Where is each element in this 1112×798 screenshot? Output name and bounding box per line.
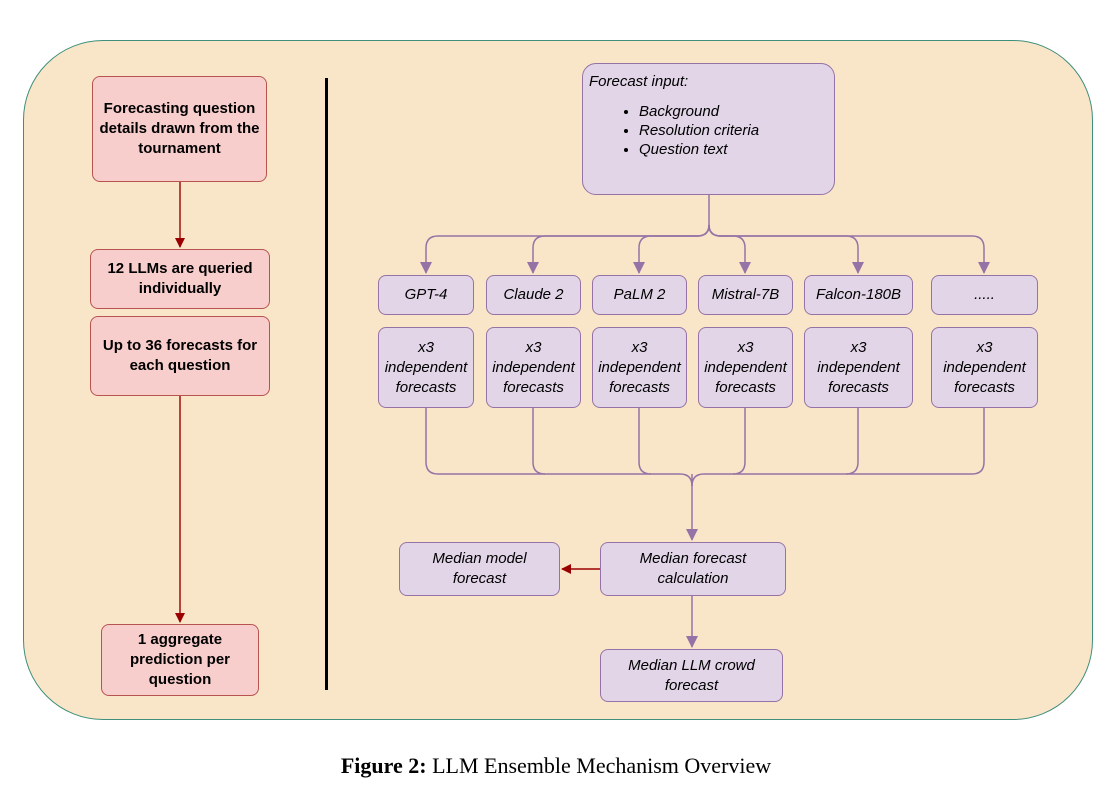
step-llms-queried: 12 LLMs are queried individually <box>90 249 270 309</box>
vertical-divider <box>325 78 328 690</box>
model-more: ..... <box>931 275 1038 315</box>
model-mistral-7b: Mistral-7B <box>698 275 793 315</box>
step-question-details: Forecasting question details drawn from … <box>92 76 267 182</box>
figure-caption: Figure 2: LLM Ensemble Mechanism Overvie… <box>0 753 1112 779</box>
join-falcon <box>845 408 859 475</box>
branch-falcon <box>708 224 864 274</box>
caption-text: LLM Ensemble Mechanism Overview <box>432 753 772 778</box>
median-model-forecast: Median model forecast <box>399 542 560 596</box>
model-falcon-180b: Falcon-180B <box>804 275 913 315</box>
branch-more <box>708 224 990 274</box>
join-more <box>691 408 985 487</box>
join-claude2 <box>532 408 546 475</box>
join-gpt4 <box>425 408 693 487</box>
join-palm2 <box>638 408 652 475</box>
median-llm-crowd-forecast: Median LLM crowd forecast <box>600 649 783 702</box>
step-forecasts-per-question: Up to 36 forecasts for each question <box>90 316 270 396</box>
caption-label: Figure 2: <box>340 753 427 778</box>
step-aggregate-prediction: 1 aggregate prediction per question <box>101 624 259 696</box>
branch-gpt4 <box>420 224 710 274</box>
join-mistral <box>732 408 746 475</box>
branch-claude2 <box>527 224 710 274</box>
input-item-question-text: Question text <box>639 140 828 159</box>
input-item-resolution-criteria: Resolution criteria <box>639 121 828 140</box>
fan-in-lines <box>425 408 985 648</box>
forecast-input-title: Forecast input: <box>589 73 689 90</box>
fan-out-arrows <box>420 195 990 274</box>
model-gpt4: GPT-4 <box>378 275 474 315</box>
input-item-background: Background <box>639 102 828 121</box>
branch-palm2 <box>633 224 710 274</box>
forecast-input-box: Forecast input: Background Resolution cr… <box>582 63 835 195</box>
forecast-input-list: Background Resolution criteria Question … <box>589 102 828 159</box>
model-palm2: PaLM 2 <box>592 275 687 315</box>
model-claude2: Claude 2 <box>486 275 581 315</box>
branch-mistral <box>708 224 751 274</box>
median-forecast-calculation: Median forecast calculation <box>600 542 786 596</box>
